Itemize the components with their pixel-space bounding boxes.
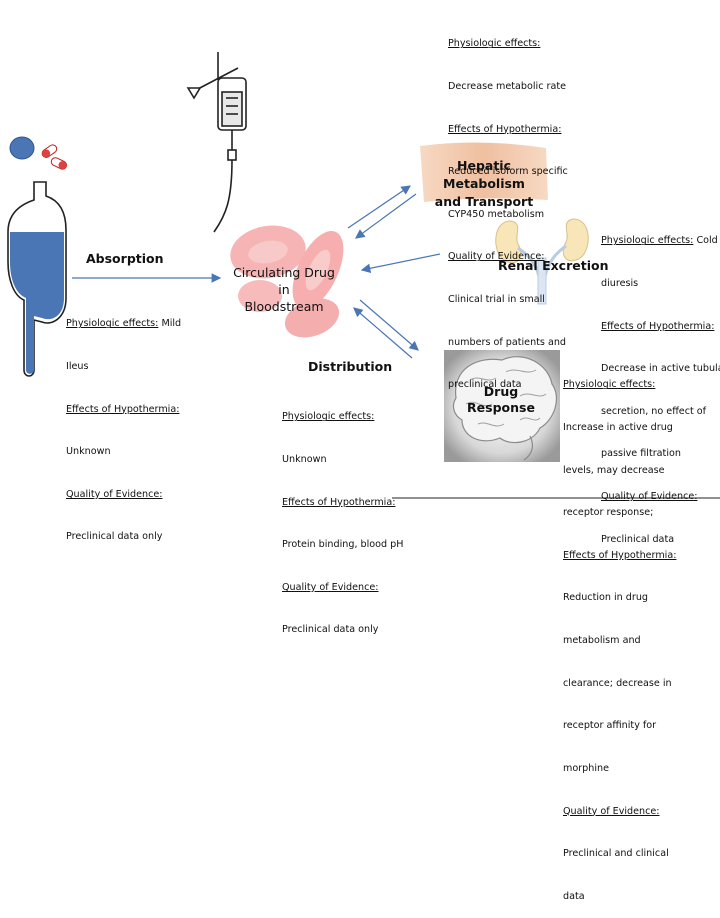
response-hypo-value-5: morphine — [563, 762, 609, 774]
renal-physio-value-2: diuresis — [601, 278, 639, 290]
renal-hypo-value-3: passive filtration — [601, 448, 681, 460]
renal-quality-value: Preclinical data — [601, 533, 675, 545]
renal-details: Physiologic effects: Cold diuresis Effec… — [601, 206, 720, 561]
hepatic-quality-heading: Quality of Evidence: — [448, 251, 545, 263]
distribution-quality-value: Preclinical data only — [282, 624, 379, 636]
distribution-details: Physiologic effects: Unknown Effects of … — [282, 382, 403, 652]
response-physio-heading: Physiologic effects: — [563, 379, 656, 391]
renal-quality-heading: Quality of Evidence: — [601, 491, 698, 503]
response-details: Physiologic effects: Increase in active … — [563, 350, 676, 918]
center-line-2: Bloodstream — [244, 299, 324, 314]
kidney-icon — [495, 218, 589, 305]
hepatic-hypo-value-2: CYP450 metabolism — [448, 208, 545, 220]
response-hypo-value-3: clearance; decrease in — [563, 677, 672, 689]
hepatic-title-2: and Transport — [434, 194, 534, 209]
distribution-hypo-heading: Effects of Hypothermia: — [282, 496, 396, 508]
response-quality-value-2: data — [563, 890, 585, 902]
hepatic-quality-value-1: Clinical trial in small — [448, 294, 545, 306]
hepatic-details: Physiologic effects: Decrease metabolic … — [448, 9, 568, 407]
renal-hypo-value-1: Decrease in active tubular — [601, 363, 720, 375]
hepatic-title: Hepatic Metabolism and Transport — [420, 157, 548, 211]
hepatic-hypo-heading: Effects of Hypothermia: — [448, 123, 562, 135]
absorption-physio-value: Mild — [161, 318, 182, 330]
response-title: Drug Response — [466, 384, 536, 416]
liver-icon — [420, 142, 548, 202]
absorption-hypo-value: Unknown — [66, 446, 111, 458]
hepatic-physio-heading: Physiologic effects: — [448, 38, 541, 50]
response-hypo-heading: Effects of Hypothermia: — [563, 549, 677, 561]
response-quality-heading: Quality of Evidence: — [563, 805, 660, 817]
response-hypo-value-4: receptor affinity for — [563, 720, 657, 732]
absorption-hypo-heading: Effects of Hypothermia: — [66, 403, 180, 415]
hepatic-hypo-value-1: Reduced isoform specific — [448, 166, 568, 178]
hepatic-quality-value-2: numbers of patients and — [448, 336, 567, 348]
center-line-1: Circulating Drug in — [233, 265, 335, 297]
absorption-physio-heading: Physiologic effects: — [66, 318, 159, 330]
absorption-quality-value: Preclinical data only — [66, 531, 163, 543]
distribution-quality-heading: Quality of Evidence: — [282, 581, 379, 593]
arrows — [72, 185, 441, 359]
absorption-quality-heading: Quality of Evidence: — [66, 488, 163, 500]
response-title-1: Drug — [483, 384, 519, 399]
response-physio-value-2: levels, may decrease — [563, 464, 665, 476]
response-hypo-value-2: metabolism and — [563, 635, 641, 647]
response-hypo-value-1: Reduction in drug — [563, 592, 649, 604]
response-title-2: Response — [467, 400, 535, 415]
renal-physio-value: Cold — [696, 235, 718, 247]
hepatic-physio-value: Decrease metabolic rate — [448, 81, 567, 93]
brain-icon — [444, 350, 560, 462]
distribution-title: Distribution — [308, 359, 393, 374]
response-quality-value-1: Preclinical and clinical — [563, 848, 669, 860]
distribution-hypo-value: Protein binding, blood pH — [282, 539, 404, 551]
response-physio-value-3: receptor response; — [563, 507, 654, 519]
diagram-artwork — [7, 52, 720, 499]
iv-bag-icon — [186, 52, 247, 233]
absorption-physio-value-2: Ileus — [66, 361, 89, 373]
center-label: Circulating Drug in Bloodstream — [229, 264, 339, 315]
hepatic-quality-value-3: preclinical data — [448, 379, 522, 391]
pill-icon — [9, 136, 68, 170]
blood-cells — [230, 225, 344, 338]
response-physio-value-1: Increase in active drug — [563, 422, 673, 434]
absorption-title: Absorption — [86, 251, 164, 266]
renal-title: Renal Excretion — [498, 258, 609, 273]
renal-hypo-value-2: secretion, no effect of — [601, 405, 707, 417]
renal-hypo-heading: Effects of Hypothermia: — [601, 320, 715, 332]
stomach-icon — [7, 181, 67, 377]
distribution-physio-heading: Physiologic effects: — [282, 411, 375, 423]
hepatic-title-1: Hepatic Metabolism — [443, 158, 525, 191]
renal-physio-heading: Physiologic effects: — [601, 235, 694, 247]
absorption-details: Physiologic effects: Mild Ileus Effects … — [66, 289, 181, 559]
distribution-physio-value: Unknown — [282, 454, 327, 466]
